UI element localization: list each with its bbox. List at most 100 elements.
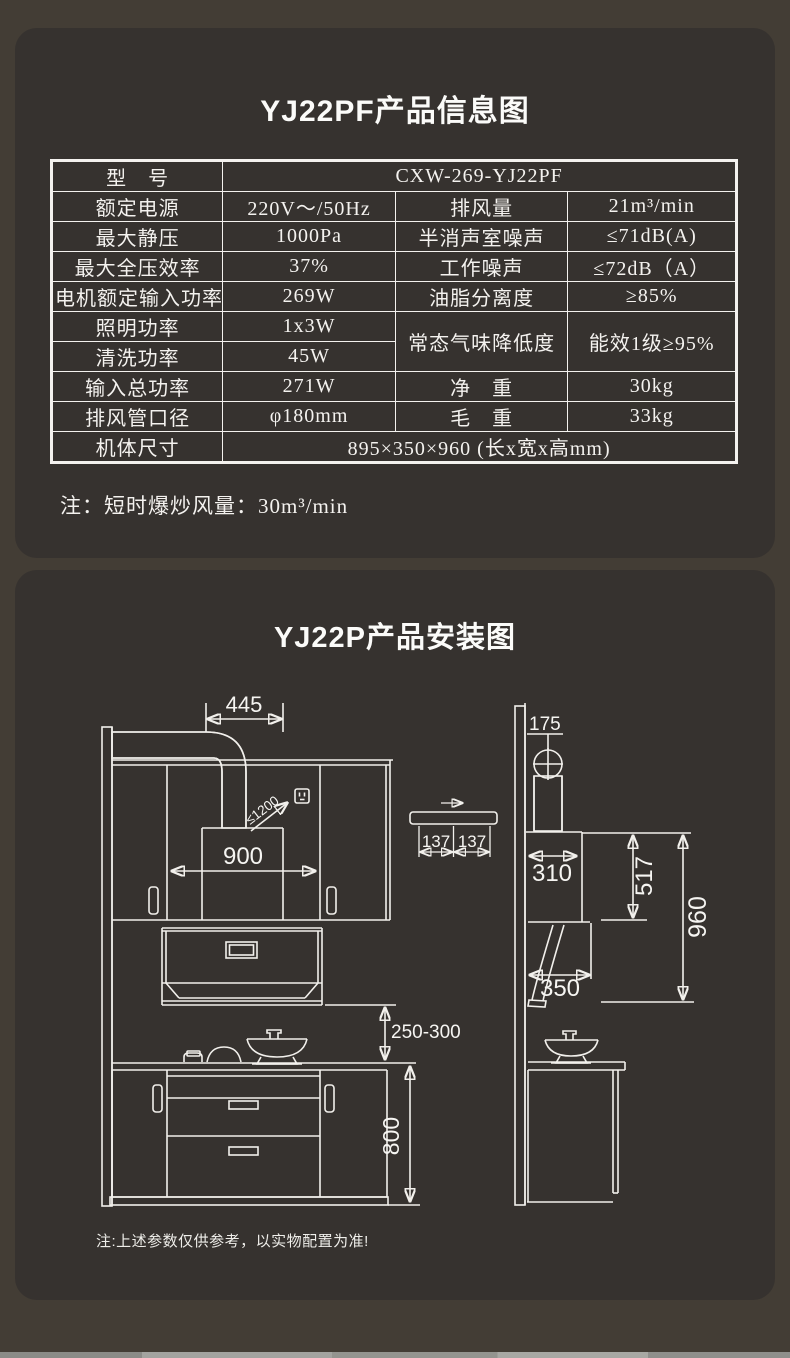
spec-value: ≤72dB（A） bbox=[567, 251, 737, 282]
dimension-175: 175 bbox=[527, 714, 563, 750]
counter-side-view bbox=[527, 1061, 626, 1203]
spec-value: 净 重 bbox=[394, 371, 569, 402]
dim-label-137-left: 137 bbox=[422, 832, 450, 851]
spec-label: 清洗功率 bbox=[50, 341, 224, 372]
cabinet-handle bbox=[152, 1084, 163, 1113]
spec-label: 最大全压效率 bbox=[50, 251, 224, 282]
info-card-title: YJ22PF产品信息图 bbox=[260, 95, 530, 128]
spec-value: 工作噪声 bbox=[394, 251, 569, 282]
power-socket-icon bbox=[294, 788, 310, 804]
spec-value: 1x3W bbox=[222, 311, 396, 342]
upper-cabinets bbox=[112, 760, 391, 921]
dim-label-175: 175 bbox=[529, 714, 561, 735]
spec-value: 37% bbox=[222, 251, 396, 282]
duct-outlet-circle bbox=[533, 748, 563, 780]
spec-value: 269W bbox=[222, 281, 396, 312]
cabinet-handle bbox=[148, 886, 159, 915]
hood-top-view-bar bbox=[409, 811, 498, 825]
dimension-445: 445 bbox=[205, 692, 284, 732]
spec-value: 220V～/50Hz bbox=[222, 191, 396, 222]
dimension-800: 800 bbox=[378, 1067, 420, 1206]
dimension-250-300: 250-300 bbox=[325, 1004, 461, 1059]
spec-label: 排风管口径 bbox=[50, 401, 224, 432]
hood-head-front bbox=[161, 927, 323, 1006]
drawer-handle bbox=[228, 1146, 259, 1156]
spec-value: 21m³/min bbox=[567, 191, 737, 222]
dimension-310: 310 bbox=[530, 856, 576, 887]
dimension-517: 517 bbox=[601, 836, 658, 921]
spec-label: 电机额定输入功率 bbox=[50, 281, 224, 312]
install-card-title: YJ22P产品安装图 bbox=[273, 622, 517, 654]
front-elevation-diagram: 445 900 ≤1200 bbox=[101, 692, 461, 1207]
spec-label: 照明功率 bbox=[50, 311, 224, 342]
page-bottom-strip bbox=[0, 1352, 790, 1358]
spec-label: 额定电源 bbox=[50, 191, 224, 222]
cabinet-handle bbox=[324, 1084, 335, 1113]
hood-display-panel bbox=[225, 941, 258, 959]
spec-value: ≤71dB(A) bbox=[567, 221, 737, 252]
dim-label-250-300: 250-300 bbox=[391, 1022, 461, 1043]
hood-body-side bbox=[526, 831, 691, 1008]
left-wall-hatch bbox=[101, 726, 113, 1207]
dimension-960: 960 bbox=[601, 836, 712, 1003]
spec-label: 机体尺寸 bbox=[50, 431, 224, 463]
dim-label-900: 900 bbox=[223, 843, 263, 870]
base-cabinet-front bbox=[109, 1070, 389, 1206]
hood-chimney-front bbox=[201, 827, 284, 920]
spec-value: φ180mm bbox=[222, 401, 396, 432]
spec-value: 常态气味降低度 bbox=[394, 311, 569, 372]
exhaust-duct-front bbox=[111, 731, 247, 829]
wok-side-view bbox=[544, 1030, 599, 1064]
plinth bbox=[109, 1196, 389, 1206]
installation-diagram: 445 900 ≤1200 bbox=[101, 692, 712, 1207]
spec-value: 895×350×960 (长x宽x高mm) bbox=[222, 431, 737, 463]
spec-value: 排风量 bbox=[394, 191, 569, 222]
spec-label: 输入总功率 bbox=[50, 371, 224, 402]
spec-value: 30kg bbox=[567, 371, 737, 402]
spec-value: 271W bbox=[222, 371, 396, 402]
spec-value: 毛 重 bbox=[394, 401, 569, 432]
drawer-handle bbox=[228, 1100, 259, 1110]
dim-label-1200: ≤1200 bbox=[243, 793, 282, 828]
spec-value: 33kg bbox=[567, 401, 737, 432]
dim-label-800: 800 bbox=[378, 1117, 404, 1155]
dim-label-350: 350 bbox=[540, 975, 580, 1002]
dim-label-517: 517 bbox=[631, 856, 658, 896]
dimension-900: 900 bbox=[172, 843, 315, 871]
cabinet-handle bbox=[326, 886, 337, 915]
installation-card: YJ22P产品安装图 bbox=[15, 570, 775, 1300]
gas-stove-front bbox=[183, 1029, 308, 1065]
duct-length-annotation: ≤1200 bbox=[243, 793, 287, 832]
spec-value: 45W bbox=[222, 341, 396, 372]
spec-value: 1000Pa bbox=[222, 221, 396, 252]
exhaust-duct-side bbox=[533, 775, 563, 832]
dim-label-445: 445 bbox=[226, 692, 263, 717]
spec-label: 型 号 bbox=[50, 160, 224, 192]
dim-label-960: 960 bbox=[684, 896, 712, 938]
spec-value: CXW-269-YJ22PF bbox=[222, 160, 737, 192]
spec-value: 半消声室噪声 bbox=[394, 221, 569, 252]
top-view-inset: 137 137 bbox=[409, 803, 498, 857]
spec-value: ≥85% bbox=[567, 281, 737, 312]
spec-note: 注：短时爆炒风量：30m³/min bbox=[60, 494, 349, 518]
spec-value: 能效1级≥95% bbox=[567, 311, 737, 372]
spec-value: 油脂分离度 bbox=[394, 281, 569, 312]
dimension-350: 350 bbox=[530, 923, 592, 1002]
dim-label-137-right: 137 bbox=[458, 832, 486, 851]
side-elevation-diagram: 175 bbox=[514, 703, 712, 1206]
install-note: 注:上述参数仅供参考，以实物配置为准! bbox=[96, 1233, 369, 1250]
spec-label: 最大静压 bbox=[50, 221, 224, 252]
